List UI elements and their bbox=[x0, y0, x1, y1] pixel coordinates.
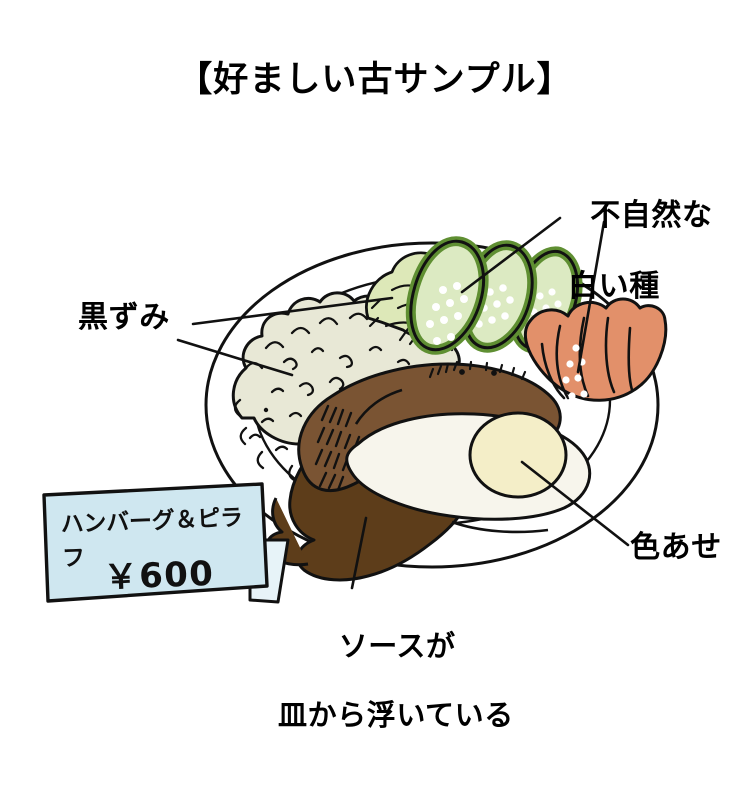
page-title: 【好ましい古サンプル】 bbox=[177, 60, 573, 100]
fried-egg bbox=[345, 411, 592, 534]
illustration-canvas: 【好ましい古サンプル】 不自然な 白い種 黒ずみ 色あせ ソースが 皿から浮いて… bbox=[42, 60, 722, 732]
price-card[interactable] bbox=[42, 482, 290, 604]
leader-line-kuro-1 bbox=[191, 296, 394, 326]
leader-line-seeds-2 bbox=[576, 220, 606, 374]
annotation-darkening: 黒ずみ bbox=[78, 300, 170, 335]
leader-lines bbox=[176, 216, 630, 590]
annotation-unnatural-white-seeds: 不自然な 白い種 bbox=[546, 163, 713, 375]
annotation-sauce-floating: ソースが 皿から浮いている bbox=[278, 595, 514, 800]
leader-line-sauce bbox=[350, 516, 368, 590]
annotation-sauce-line1: ソースが bbox=[338, 629, 456, 664]
leader-line-fade bbox=[520, 460, 630, 547]
annotation-sauce-line2: 皿から浮いている bbox=[278, 697, 514, 732]
food-sample-illustration bbox=[42, 216, 668, 604]
unnatural-white-seeds bbox=[426, 282, 468, 345]
annotation-seeds-line2: 白い種 bbox=[568, 269, 660, 305]
annotation-seeds-line1: 不自然な bbox=[590, 198, 713, 234]
egg-yolk bbox=[468, 411, 568, 499]
price-card-price-label: ￥600 bbox=[103, 553, 215, 599]
annotation-color-fade: 色あせ bbox=[630, 530, 722, 565]
leader-line-seeds bbox=[460, 216, 562, 294]
leader-line-kuro-2 bbox=[176, 338, 294, 377]
salmon-garnish bbox=[523, 297, 668, 402]
